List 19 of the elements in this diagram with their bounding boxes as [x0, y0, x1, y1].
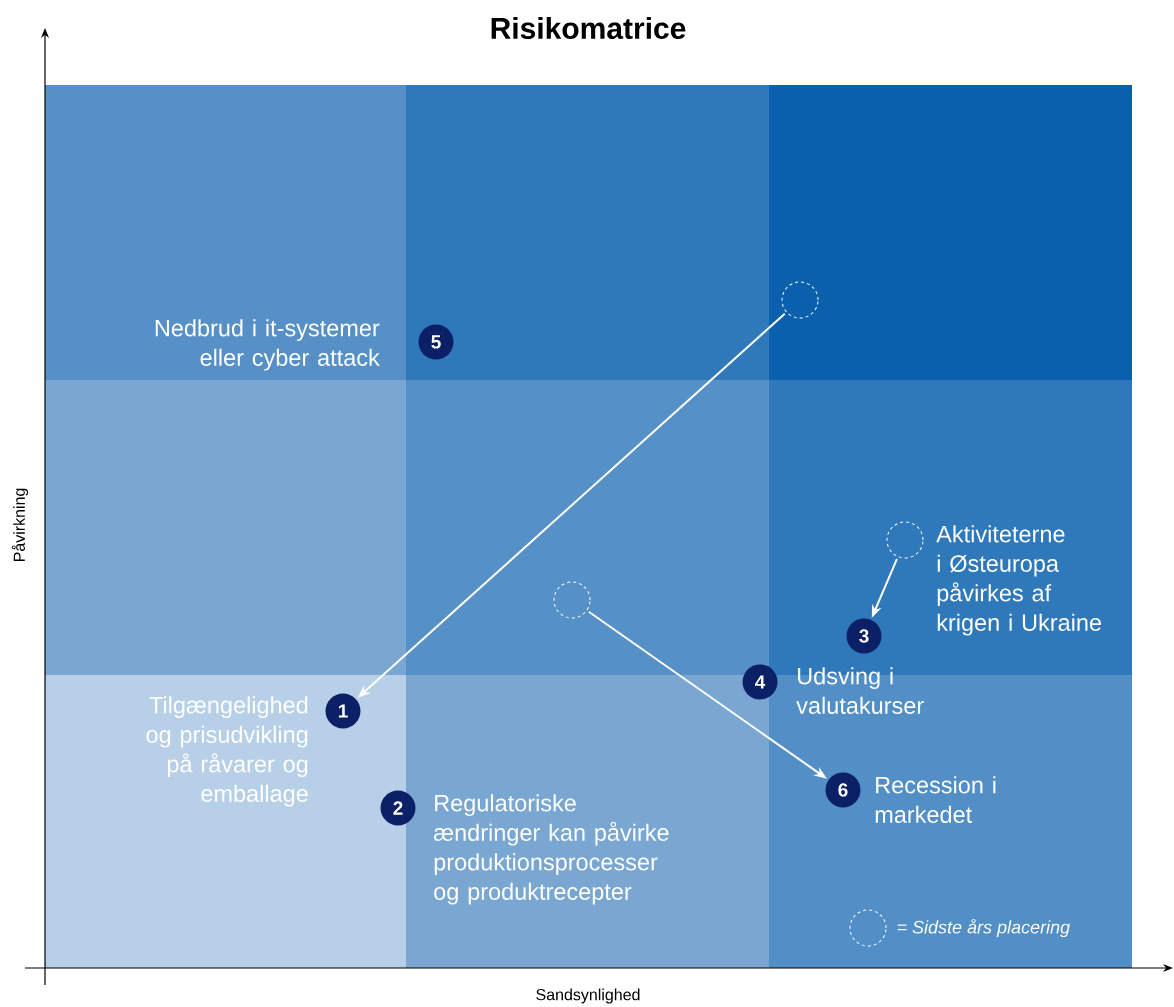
legend-entry: = Sidste års placering	[849, 909, 1070, 947]
dashed-circle	[781, 281, 819, 319]
axis-label: Påvirkning	[11, 488, 29, 562]
number-badge: 3	[846, 618, 882, 654]
axis-label: Sandsynlighed	[536, 988, 640, 1004]
number-badge: 1	[325, 693, 361, 729]
risk-label: Tilgængelighed og prisudvikling på råvarer og emballage	[146, 696, 308, 807]
title: Risikomatrice	[491, 17, 686, 39]
number-badge: 4	[742, 664, 778, 700]
risk-label: Regulatoriske ændringer kan påvirke produktionsprocesser og produktrecepter	[433, 794, 669, 905]
risk-label: Nedbrud i it-systemer eller cyber attack	[155, 319, 380, 371]
risk-label: Aktiviteterne i Østeuropa påvirkes af krigen i Ukraine	[936, 525, 1101, 636]
number-badge: 5	[418, 324, 454, 360]
dashed-circle	[886, 521, 924, 559]
number-badge: 2	[380, 790, 416, 826]
number-badge: 6	[825, 772, 861, 808]
risk-label: Udsving i valutakurser	[796, 667, 924, 714]
dashed-circle	[553, 581, 591, 619]
risk-label: Recession i markedet	[875, 776, 996, 823]
